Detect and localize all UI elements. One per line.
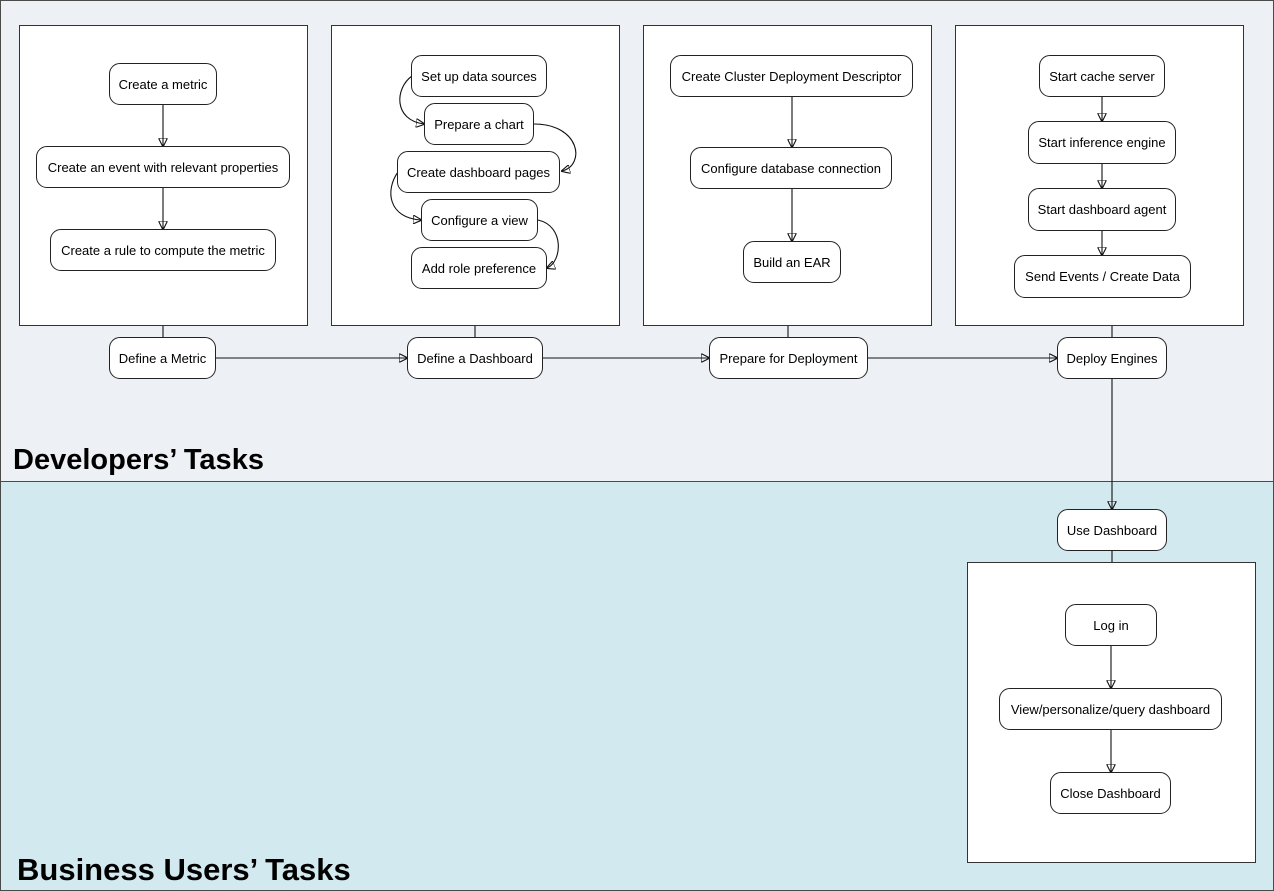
stage-prepare-deployment: Prepare for Deployment bbox=[709, 337, 868, 379]
stage-use-dashboard: Use Dashboard bbox=[1057, 509, 1167, 551]
step-start-inference-engine: Start inference engine bbox=[1028, 121, 1176, 164]
step-configure-database: Configure database connection bbox=[690, 147, 892, 189]
step-start-cache-server: Start cache server bbox=[1039, 55, 1165, 97]
step-set-up-data-sources: Set up data sources bbox=[411, 55, 547, 97]
stage-deploy-engines: Deploy Engines bbox=[1057, 337, 1167, 379]
stage-define-metric: Define a Metric bbox=[109, 337, 216, 379]
step-start-dashboard-agent: Start dashboard agent bbox=[1028, 188, 1176, 231]
step-view-personalize-query: View/personalize/query dashboard bbox=[999, 688, 1222, 730]
stage-define-dashboard: Define a Dashboard bbox=[407, 337, 543, 379]
step-add-role-preference: Add role preference bbox=[411, 247, 547, 289]
developers-lane-title: Developers’ Tasks bbox=[13, 444, 264, 476]
step-log-in: Log in bbox=[1065, 604, 1157, 646]
step-close-dashboard: Close Dashboard bbox=[1050, 772, 1171, 814]
step-prepare-chart: Prepare a chart bbox=[424, 103, 534, 145]
step-send-events: Send Events / Create Data bbox=[1014, 255, 1191, 298]
step-build-ear: Build an EAR bbox=[743, 241, 841, 283]
step-create-dashboard-pages: Create dashboard pages bbox=[397, 151, 560, 193]
step-create-cluster-descriptor: Create Cluster Deployment Descriptor bbox=[670, 55, 913, 97]
business-users-lane-title: Business Users’ Tasks bbox=[17, 852, 351, 887]
step-create-rule: Create a rule to compute the metric bbox=[50, 229, 276, 271]
step-create-event: Create an event with relevant properties bbox=[36, 146, 290, 188]
step-configure-view: Configure a view bbox=[421, 199, 538, 241]
step-create-metric: Create a metric bbox=[109, 63, 217, 105]
